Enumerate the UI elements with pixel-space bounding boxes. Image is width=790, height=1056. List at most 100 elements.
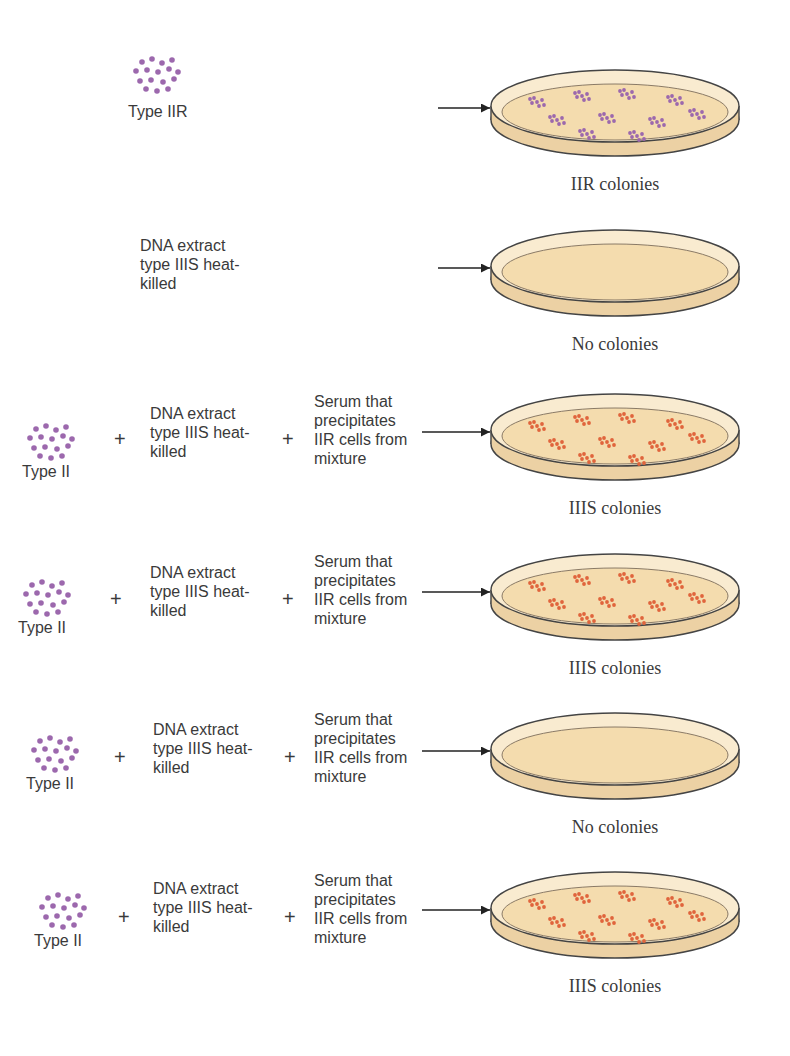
colony-dot bbox=[585, 894, 589, 898]
serum-note: Serum that precipitates IIR cells from m… bbox=[314, 392, 418, 468]
colony-dot bbox=[535, 584, 539, 588]
extract-note: DNA extract type IIIS heat-killed bbox=[150, 563, 265, 620]
colony-dot bbox=[585, 92, 589, 96]
colony-dot bbox=[600, 601, 604, 605]
plus-sign: + bbox=[282, 588, 294, 611]
petri-dish: No colonies bbox=[487, 705, 743, 837]
colony-dot bbox=[580, 94, 584, 98]
dish-rim bbox=[491, 872, 739, 944]
colony-dot bbox=[666, 95, 670, 99]
colony-dot bbox=[528, 97, 532, 101]
colony-dot bbox=[582, 98, 586, 102]
colony-dot bbox=[648, 117, 652, 121]
bacterium-dot bbox=[65, 443, 71, 449]
colony-dot bbox=[632, 579, 636, 583]
bacterium-dot bbox=[35, 757, 41, 763]
bacterium-dot bbox=[53, 427, 59, 433]
colony-dot bbox=[582, 452, 586, 456]
colony-dot bbox=[695, 596, 699, 600]
petri-dish: IIIS colonies bbox=[487, 864, 743, 996]
colony-dot bbox=[680, 101, 684, 105]
bacterium-dot bbox=[34, 590, 40, 596]
colony-dot bbox=[535, 100, 539, 104]
bacterium-dot bbox=[175, 69, 181, 75]
dish-rim bbox=[491, 394, 739, 466]
bacterium-dot bbox=[31, 445, 37, 451]
agar-surface bbox=[502, 244, 728, 300]
extract-note: DNA extract type IIIS heat-killed bbox=[150, 404, 265, 461]
bacterium-dot bbox=[61, 599, 67, 605]
colony-dot bbox=[540, 98, 544, 102]
cell-cluster bbox=[128, 46, 188, 102]
ingredient-label: Serum that precipitates IIR cells from m… bbox=[314, 552, 418, 628]
colony-dot bbox=[598, 915, 602, 919]
colony-dot bbox=[575, 95, 579, 99]
colony-dot bbox=[632, 897, 636, 901]
strain-label: Type II bbox=[26, 774, 106, 793]
colony-dot bbox=[587, 938, 591, 942]
colony-dot bbox=[630, 135, 634, 139]
colony-dot bbox=[542, 905, 546, 909]
cell-cluster bbox=[22, 420, 82, 462]
colony-dot bbox=[528, 581, 532, 585]
bacterium-dot bbox=[77, 912, 83, 918]
colony-dot bbox=[657, 448, 661, 452]
colony-dot bbox=[630, 937, 634, 941]
colony-dot bbox=[550, 443, 554, 447]
bacterium-dot bbox=[59, 453, 65, 459]
colony-dot bbox=[578, 453, 582, 457]
colony-dot bbox=[580, 578, 584, 582]
bacterium-dot bbox=[54, 913, 60, 919]
colony-dot bbox=[610, 916, 614, 920]
colony-dot bbox=[580, 418, 584, 422]
colony-dot bbox=[627, 420, 631, 424]
bacteria-cells: Type II bbox=[18, 576, 98, 637]
colony-dot bbox=[577, 574, 581, 578]
bacterium-dot bbox=[54, 446, 60, 452]
agar-surface bbox=[502, 84, 728, 140]
cell-cluster bbox=[26, 732, 86, 774]
colony-dot bbox=[657, 608, 661, 612]
colony-dot bbox=[578, 931, 582, 935]
colony-dot bbox=[610, 438, 614, 442]
colony-dot bbox=[678, 898, 682, 902]
colony-dot bbox=[618, 413, 622, 417]
colony-dot bbox=[582, 582, 586, 586]
colony-dot bbox=[552, 438, 556, 442]
bacterium-dot bbox=[27, 601, 33, 607]
colony-dot bbox=[537, 104, 541, 108]
bacterium-dot bbox=[45, 592, 51, 598]
colony-dot bbox=[670, 578, 674, 582]
bacteria-cells: Type II bbox=[22, 420, 102, 481]
colony-dot bbox=[582, 612, 586, 616]
colony-dot bbox=[620, 93, 624, 97]
colony-dot bbox=[562, 445, 566, 449]
bacterium-dot bbox=[33, 426, 39, 432]
colony-dot bbox=[635, 134, 639, 138]
colony-dot bbox=[548, 439, 552, 443]
colony-dot bbox=[550, 119, 554, 123]
dish-label: IIIS colonies bbox=[487, 658, 743, 678]
strain-label: Type II bbox=[18, 618, 98, 637]
colony-dot bbox=[548, 115, 552, 119]
colony-dot bbox=[652, 116, 656, 120]
bacterium-dot bbox=[41, 765, 47, 771]
bacterium-dot bbox=[56, 589, 62, 595]
colony-dot bbox=[580, 457, 584, 461]
agar-surface bbox=[502, 408, 728, 464]
colony-dot bbox=[652, 440, 656, 444]
bacterium-dot bbox=[144, 67, 150, 73]
bacterium-dot bbox=[52, 767, 58, 773]
colony-dot bbox=[632, 419, 636, 423]
colony-dot bbox=[530, 101, 534, 105]
dish-base bbox=[491, 886, 739, 958]
colony-dot bbox=[670, 94, 674, 98]
plus-sign: + bbox=[284, 746, 296, 769]
cell-cluster bbox=[18, 576, 78, 618]
colony-dot bbox=[630, 574, 634, 578]
colony-dot bbox=[637, 462, 641, 466]
ingredient-label: DNA extract type IIIS heat-killed bbox=[150, 563, 262, 620]
colony-dot bbox=[666, 579, 670, 583]
colony-dot bbox=[605, 440, 609, 444]
